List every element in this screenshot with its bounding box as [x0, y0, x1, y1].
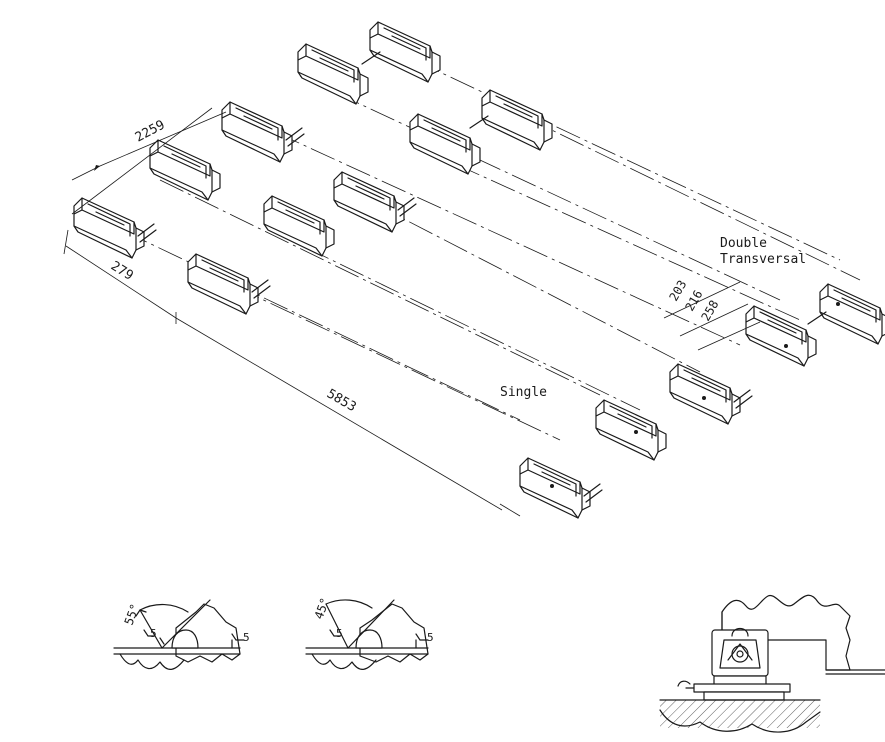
dimension-label-279: 279: [108, 259, 136, 284]
weld-left-angle: 55°: [122, 602, 143, 627]
dimension-label-5853: 5853: [324, 386, 359, 415]
fitting-row-single: [188, 196, 334, 314]
fitting-row-double-right: [670, 283, 885, 424]
weld-right-size-a: 5: [336, 627, 343, 640]
fitting-marks: [550, 302, 840, 488]
fitting-row-double-left: [334, 89, 553, 232]
weld-detail-right: 45° 5 5: [305, 596, 434, 670]
weld-detail-left: 55° 5 5: [113, 599, 250, 670]
weld-right-size-b: 5: [427, 631, 434, 644]
fitting-row-back-left: [74, 21, 441, 258]
weld-left-size-a: 5: [150, 627, 157, 640]
fitting-row-single-right: [520, 400, 666, 518]
container-corner-detail: [659, 594, 885, 733]
centre-lines: [87, 43, 861, 441]
label-double: Double: [720, 236, 767, 251]
label-single: Single: [500, 385, 547, 400]
dimension-5853: 5853: [175, 312, 521, 517]
weld-left-size-b: 5: [243, 631, 250, 644]
label-transversal: Transversal: [720, 252, 806, 267]
dimension-label-258: 258: [698, 298, 721, 324]
weld-right-angle: 45°: [312, 596, 333, 621]
